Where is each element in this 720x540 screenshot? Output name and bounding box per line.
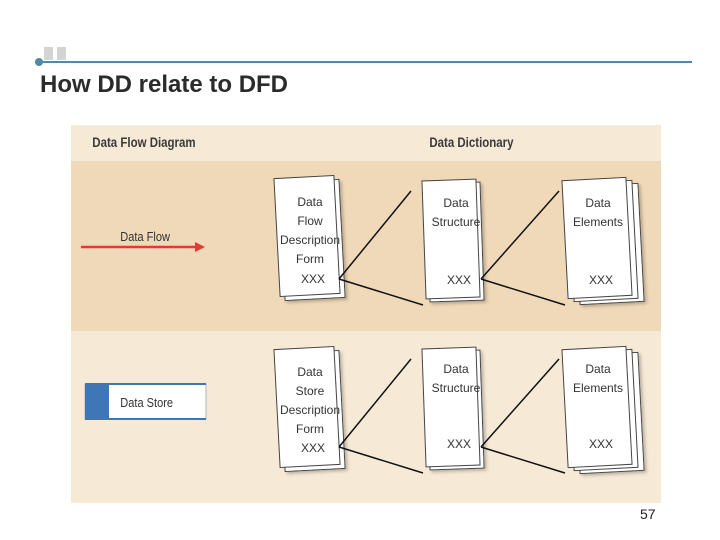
dsd-form-line-3: Description [280,403,340,417]
dfd-form-line-2: Flow [297,214,323,228]
header-band [71,125,661,161]
dsd-structure-line-2: Structure [432,381,481,395]
slide-title: How DD relate to DFD [40,71,289,98]
dsd-structure-line-1: Data [443,362,469,376]
dsd-form-line-2: Store [296,384,325,398]
dsd-elements-line-3: XXX [589,437,613,451]
title-bullet-dot [35,58,43,66]
data-store-structure-doc: Data Structure XXX [421,346,485,471]
header-data-dictionary: Data Dictionary [429,134,514,150]
dsd-elements-line-1: Data [585,362,611,376]
dfd-form-line-5: XXX [301,272,325,286]
dsd-elements-line-2: Elements [573,381,623,395]
dd-dfd-figure: Data Flow Diagram Data Dictionary Data F… [71,125,661,503]
dfd-structure-line-2: Structure [432,215,481,229]
dfd-form-line-3: Description [280,233,340,247]
title-decoration [44,47,72,61]
data-flow-label: Data Flow [120,229,170,244]
data-store-symbol: Data Store [84,383,207,420]
data-store-label: Data Store [120,395,173,410]
data-flow-elements-doc: Data Elements XXX [561,176,645,306]
dsd-form-line-4: Form [296,422,324,436]
dfd-form-line-1: Data [297,195,323,209]
dfd-structure-line-3: XXX [447,273,471,287]
data-store-connectors [338,358,566,474]
header-data-flow-diagram: Data Flow Diagram [92,134,195,150]
dfd-form-line-4: Form [296,252,324,266]
data-store-elements-doc: Data Elements XXX [561,345,645,475]
dsd-structure-line-3: XXX [447,437,471,451]
data-flow-connectors [338,190,566,306]
dfd-elements-line-3: XXX [589,273,613,287]
title-underline [40,61,692,63]
dd-dfd-diagram: Data Flow Diagram Data Dictionary Data F… [71,125,661,503]
dfd-structure-line-1: Data [443,196,469,210]
dfd-elements-line-2: Elements [573,215,623,229]
data-flow-structure-doc: Data Structure XXX [421,178,485,303]
dsd-form-line-1: Data [297,365,323,379]
data-store-description-form-doc: Data Store Description Form XXX [273,345,346,473]
dfd-elements-line-1: Data [585,196,611,210]
data-flow-description-form-doc: Data Flow Description Form XXX [273,174,346,302]
page-number: 57 [640,506,656,522]
data-flow-arrowhead-icon [195,242,205,252]
dsd-form-line-5: XXX [301,441,325,455]
